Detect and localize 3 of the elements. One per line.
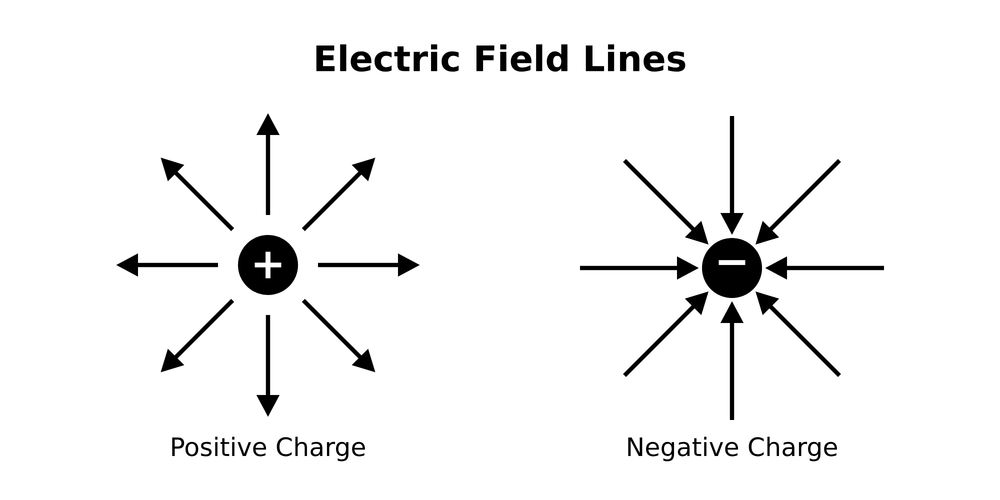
caption: Positive Charge — [172, 436, 365, 462]
title: Electric Field Lines — [316, 44, 686, 72]
caption: Negative Charge — [628, 436, 837, 462]
